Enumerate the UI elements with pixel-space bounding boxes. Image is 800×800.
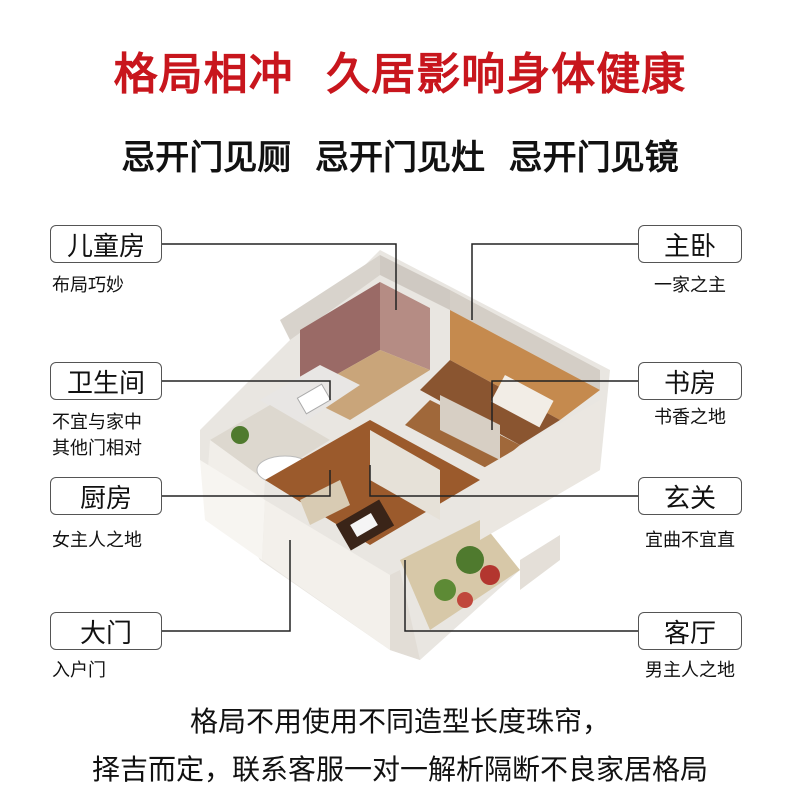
headline: 格局相冲 久居影响身体健康: [113, 49, 687, 100]
label-kids-room: 儿童房: [50, 225, 162, 263]
label-entryway-desc: 宜曲不宜直: [645, 530, 735, 551]
label-front-door-desc: 入户门: [52, 660, 106, 681]
label-entryway: 玄关: [638, 477, 742, 515]
label-front-door: 大门: [50, 612, 162, 650]
label-master-bedroom-desc: 一家之主: [654, 275, 726, 296]
label-living-room-desc: 男主人之地: [645, 660, 735, 681]
label-study-desc: 书香之地: [654, 407, 726, 428]
label-living-room: 客厅: [638, 612, 742, 650]
label-study: 书房: [638, 362, 742, 400]
label-kids-room-desc: 布局巧妙: [52, 275, 124, 296]
label-bathroom-desc: 不宜与家中 其他门相对: [52, 412, 142, 459]
label-kitchen: 厨房: [50, 477, 162, 515]
label-kitchen-desc: 女主人之地: [52, 530, 142, 551]
label-master-bedroom: 主卧: [638, 225, 742, 263]
subheadline: 忌开门见厕 忌开门见灶 忌开门见镜: [121, 138, 679, 178]
footer-line-1: 格局不用使用不同造型长度珠帘，: [189, 705, 610, 738]
label-bathroom: 卫生间: [50, 362, 162, 400]
footer-line-2: 择吉而定，联系客服一对一解析隔断不良家居格局: [91, 753, 708, 786]
leader-lines: [162, 243, 638, 632]
